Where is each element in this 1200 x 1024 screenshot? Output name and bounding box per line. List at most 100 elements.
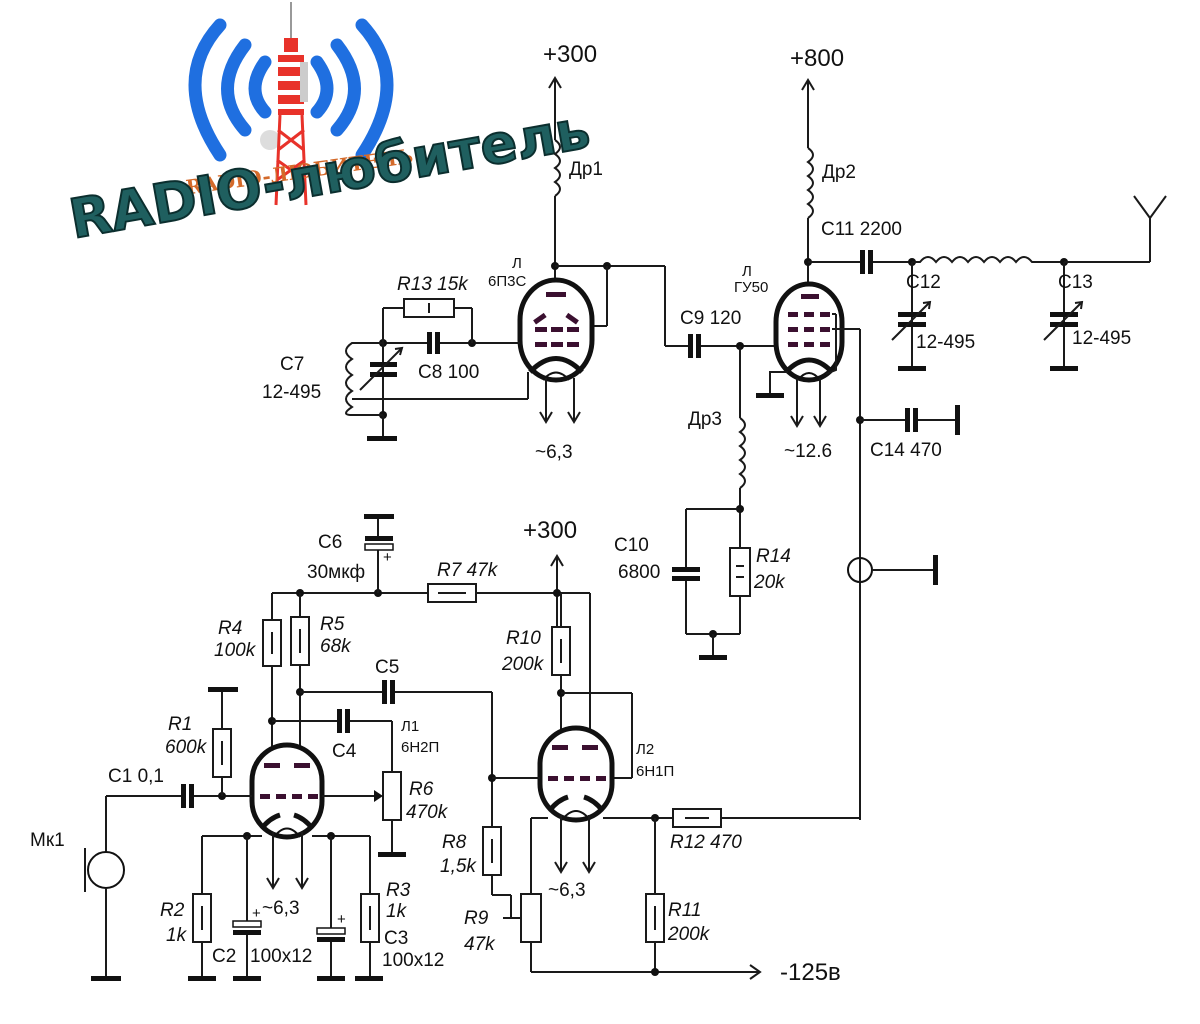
r1-ref-label: R1 (168, 714, 192, 735)
r11-value-label: 200k (667, 924, 711, 945)
capacitor-c10 (672, 567, 700, 572)
supply-arrow-icon (801, 78, 815, 91)
r14-ref-label: R14 (756, 546, 791, 567)
choke-dr1 (553, 139, 561, 197)
c11-label: C11 2200 (821, 219, 902, 240)
tube-6n1p (537, 725, 615, 823)
r13-label: R13 15k (397, 274, 469, 295)
supply-arrow-icon (548, 76, 562, 89)
c13-value-label: 12-495 (1072, 328, 1131, 349)
r2-ref-label: R2 (160, 900, 185, 921)
pa-tube-ref: Л (742, 263, 752, 280)
l1-type-label: 6Н2П (401, 739, 439, 756)
capacitor-c11 (860, 250, 865, 274)
ground-symbol (233, 976, 261, 981)
r4-value-label: 100k (214, 640, 257, 661)
pa-tube-type: ГУ50 (734, 279, 768, 296)
capacitor-c6 (364, 543, 394, 551)
l2-ref-label: Л2 (636, 741, 654, 758)
supply-arrow-icon (550, 554, 564, 567)
r7-label: R7 47k (437, 560, 499, 581)
supply-arrow-icon (749, 964, 762, 980)
r2-value-label: 1k (166, 925, 188, 946)
c12-ref-label: C12 (906, 272, 941, 293)
c12-value-label: 12-495 (916, 332, 975, 353)
r6-ref-label: R6 (409, 779, 434, 800)
osc-tube-type: 6П3С (488, 273, 526, 290)
dr2-label: Др2 (822, 162, 856, 183)
ground-symbol (91, 976, 121, 981)
r8-value-label: 1,5k (440, 856, 477, 877)
c3-plus-sign: + (337, 911, 346, 928)
c8-label: C8 100 (418, 362, 479, 383)
ground-symbol (699, 655, 727, 660)
c6-plus-sign: + (383, 549, 392, 566)
potentiometer-r6 (382, 771, 402, 821)
ground-symbol (208, 687, 238, 692)
c9-label: C9 120 (680, 308, 741, 329)
supply-plus300-top: +300 (543, 41, 597, 68)
capacitor-c5 (382, 680, 387, 704)
pa-stage: C9 120 Др3 C10 6800 R14 20k +800 Др2 C11… (614, 45, 1167, 820)
r12-label: R12 470 (670, 832, 742, 853)
ground-symbol (355, 976, 383, 981)
c14-label: C14 470 (870, 440, 942, 461)
ground-symbol (317, 976, 345, 981)
capacitor-c9 (688, 334, 693, 358)
c3-ref-label: C3 (384, 928, 408, 949)
r9-value-label: 47k (464, 934, 496, 955)
r10-value-label: 200k (501, 654, 545, 675)
r8-ref-label: R8 (442, 832, 467, 853)
capacitor-c13 (1050, 312, 1078, 317)
capacitor-c7 (370, 362, 397, 367)
r3-ref-label: R3 (386, 880, 411, 901)
c7-value-label: 12-495 (262, 382, 321, 403)
tank-coil (912, 256, 1064, 264)
ground-symbol (367, 436, 397, 441)
r5-value-label: 68k (320, 636, 352, 657)
oscillator-stage: +300 Др1 Л 6П3С (262, 41, 688, 463)
r14-value-label: 20k (753, 572, 786, 593)
choke-dr3 (738, 417, 746, 489)
osc-heater-voltage: ~6,3 (535, 442, 573, 463)
dr3-label: Др3 (688, 409, 722, 430)
c6-value-label: 30мкф (307, 562, 365, 583)
r4-ref-label: R4 (218, 618, 242, 639)
choke-dr2 (806, 147, 814, 219)
mic-label: Мк1 (30, 830, 65, 851)
c2-value-label: 100x12 (250, 946, 312, 967)
ground-symbol (898, 366, 926, 371)
ground-symbol (1050, 366, 1078, 371)
capacitor-c12 (898, 312, 926, 317)
radio-tower-icon (260, 2, 308, 206)
dr1-label: Др1 (569, 159, 603, 180)
ground-symbol (188, 976, 216, 981)
l1-ref-label: Л1 (401, 718, 419, 735)
c5-label: C5 (375, 657, 399, 678)
c3-value-label: 100x12 (382, 950, 444, 971)
antenna-icon (1133, 195, 1167, 220)
c2-plus-sign: + (252, 905, 261, 922)
c10-value-label: 6800 (618, 562, 660, 583)
tube-6n2p (249, 742, 325, 840)
c1-label: C1 0,1 (108, 766, 164, 787)
potentiometer-r9 (520, 893, 542, 943)
c7-ref-label: C7 (280, 354, 304, 375)
capacitor-c3 (316, 927, 346, 935)
c13-ref-label: C13 (1058, 272, 1093, 293)
ground-symbol (756, 393, 784, 398)
r9-ref-label: R9 (464, 908, 489, 929)
radio-lyubitel-logo: RADIO-ЛЮБИТЕЛЬ RADIO-любитель (64, 2, 595, 252)
resistor-r14 (729, 547, 751, 597)
capacitor-c2 (232, 920, 262, 928)
tube-gu50 (773, 281, 845, 383)
ground-symbol (378, 852, 406, 857)
c4-label: C4 (332, 741, 357, 762)
l1-heater-voltage: ~6,3 (262, 898, 300, 919)
pa-heater-voltage: ~12.6 (784, 441, 832, 462)
capacitor-c1 (181, 784, 186, 808)
supply-plus300-mid: +300 (523, 517, 577, 544)
c2-ref-label: C2 (212, 946, 236, 967)
r6-value-label: 470k (406, 802, 449, 823)
ground-symbol (364, 514, 394, 519)
